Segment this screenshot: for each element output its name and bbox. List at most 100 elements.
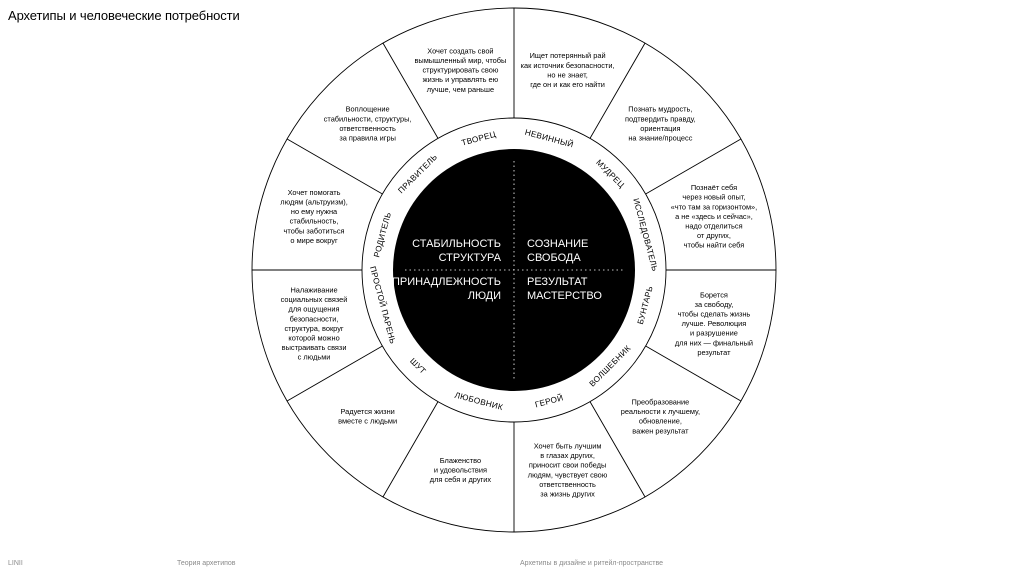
description-line: чтобы найти себя (684, 241, 745, 250)
sector-divider (286, 138, 383, 195)
page-title: Архетипы и человеческие потребности (8, 8, 240, 23)
description-line: ответственность (539, 480, 596, 489)
description-line: надо отделиться (685, 222, 742, 231)
description-line: а не «здесь и сейчас», (675, 212, 753, 221)
description-line: но не знает, (547, 70, 588, 79)
quadrant-label: ПРИНАДЛЕЖНОСТЬ ЛЮДИ (392, 276, 501, 302)
description-line: Радуется жизни (340, 407, 394, 416)
archetype-description: Познать мудрость,подтвердить правду,орие… (625, 105, 696, 143)
archetype-label: ИССЛЕДОВАТЕЛЬ (631, 197, 659, 272)
description-line: подтвердить правду, (625, 114, 696, 123)
description-line: приносит свои победы (529, 461, 606, 470)
description-line: безопасности, (290, 314, 339, 323)
archetype-label: БУНТАРЬ (636, 285, 655, 325)
description-line: Воплощение (346, 105, 390, 114)
description-line: Хочет создать свой (427, 46, 493, 55)
description-line: стабильности, структуры, (324, 114, 412, 123)
description-line: но ему нужна (291, 207, 338, 216)
sector-divider (382, 42, 439, 139)
description-line: от других, (697, 231, 731, 240)
description-line: Преобразование (632, 397, 690, 406)
description-line: для них — финальный (675, 338, 753, 347)
quadrant-label-line: СТРУКТУРА (439, 252, 502, 264)
description-line: структура, вокруг (284, 324, 343, 333)
sector-divider (645, 138, 742, 195)
description-line: за жизнь других (540, 489, 595, 498)
description-line: в глазах других, (540, 451, 595, 460)
description-line: о мире вокруг (290, 236, 338, 245)
quadrant-label-line: РЕЗУЛЬТАТ (527, 276, 588, 288)
description-line: чтобы заботиться (284, 226, 345, 235)
archetype-label: ГЕРОЙ (534, 391, 565, 409)
description-line: реальности к лучшему, (621, 407, 700, 416)
quadrant-label: РЕЗУЛЬТАТ МАСТЕРСТВО (527, 276, 602, 302)
description-line: за свободу, (695, 300, 734, 309)
description-line: вымышленный мир, чтобы (414, 56, 506, 65)
archetype-label: НЕВИННЫЙ (524, 126, 575, 150)
description-line: и разрушение (690, 329, 738, 338)
center-disc (393, 149, 635, 391)
archetype-label: ТВОРЕЦ (461, 130, 497, 148)
description-line: стабильность, (290, 217, 339, 226)
quadrant-label-line: ЛЮДИ (468, 290, 501, 302)
sector-divider (286, 345, 383, 402)
description-line: которой можно (288, 333, 339, 342)
description-line: структурировать свою (422, 66, 498, 75)
description-line: Налаживание (290, 285, 337, 294)
description-line: ответственность (339, 124, 396, 133)
sector-divider (645, 345, 742, 402)
description-line: жизнь и управлять ею (423, 75, 499, 84)
description-line: важен результат (632, 426, 689, 435)
description-line: лучше, чем раньше (427, 85, 494, 94)
quadrant-label-line: СОЗНАНИЕ (527, 238, 588, 250)
sector-divider (382, 401, 439, 498)
archetype-label: ШУТ (408, 356, 428, 376)
quadrant-label: СТАБИЛЬНОСТЬ СТРУКТУРА (412, 238, 502, 264)
description-line: ориентация (640, 124, 680, 133)
quadrant-label: СОЗНАНИЕ СВОБОДА (527, 238, 588, 264)
description-line: Борется (700, 290, 728, 299)
description-line: и удовольствия (434, 465, 487, 474)
description-line: на знание/процесс (628, 134, 692, 143)
sector-divider (589, 42, 646, 139)
footer-topic: Теория архетипов (177, 560, 236, 567)
description-line: «что там за горизонтом», (671, 202, 758, 211)
description-line: людям, чувствует свою (528, 470, 608, 479)
footer-subtitle: Архетипы в дизайне и ритейл-пространстве (520, 560, 664, 567)
description-line: лучше. Революция (682, 319, 747, 328)
description-line: Блаженство (440, 456, 481, 465)
quadrant-label-line: СТАБИЛЬНОСТЬ (412, 238, 501, 250)
description-line: Познать мудрость, (628, 105, 692, 114)
description-line: с людьми (298, 353, 331, 362)
center-quadrant-labels: СТАБИЛЬНОСТЬ СТРУКТУРА СОЗНАНИЕ СВОБОДА ПРИН… (392, 238, 602, 302)
quadrant-label-line: МАСТЕРСТВО (527, 290, 602, 302)
archetype-label: РОДИТЕЛЬ (372, 211, 393, 258)
description-line: Ищет потерянный рай (530, 51, 606, 60)
description-line: Познаёт себя (691, 183, 737, 192)
sector-divider (589, 401, 646, 498)
description-line: для себя и других (430, 475, 492, 484)
description-line: людям (альтруизм), (280, 198, 348, 207)
quadrant-label-line: ПРИНАДЛЕЖНОСТЬ (392, 276, 501, 288)
footer-brand: LINII (8, 560, 23, 567)
quadrant-label-line: СВОБОДА (527, 252, 581, 264)
description-line: вместе с людьми (338, 417, 397, 426)
description-line: через новый опыт, (682, 193, 745, 202)
description-line: для ощущения (289, 305, 340, 314)
description-line: Хочет быть лучшим (534, 441, 602, 450)
description-line: социальных связей (281, 295, 348, 304)
ring-lines (251, 7, 777, 533)
description-line: обновление, (639, 417, 682, 426)
archetype-label: ЛЮБОВНИК (454, 391, 504, 413)
description-line: как источник безопасности, (521, 61, 615, 70)
description-line: за правила игры (339, 134, 396, 143)
